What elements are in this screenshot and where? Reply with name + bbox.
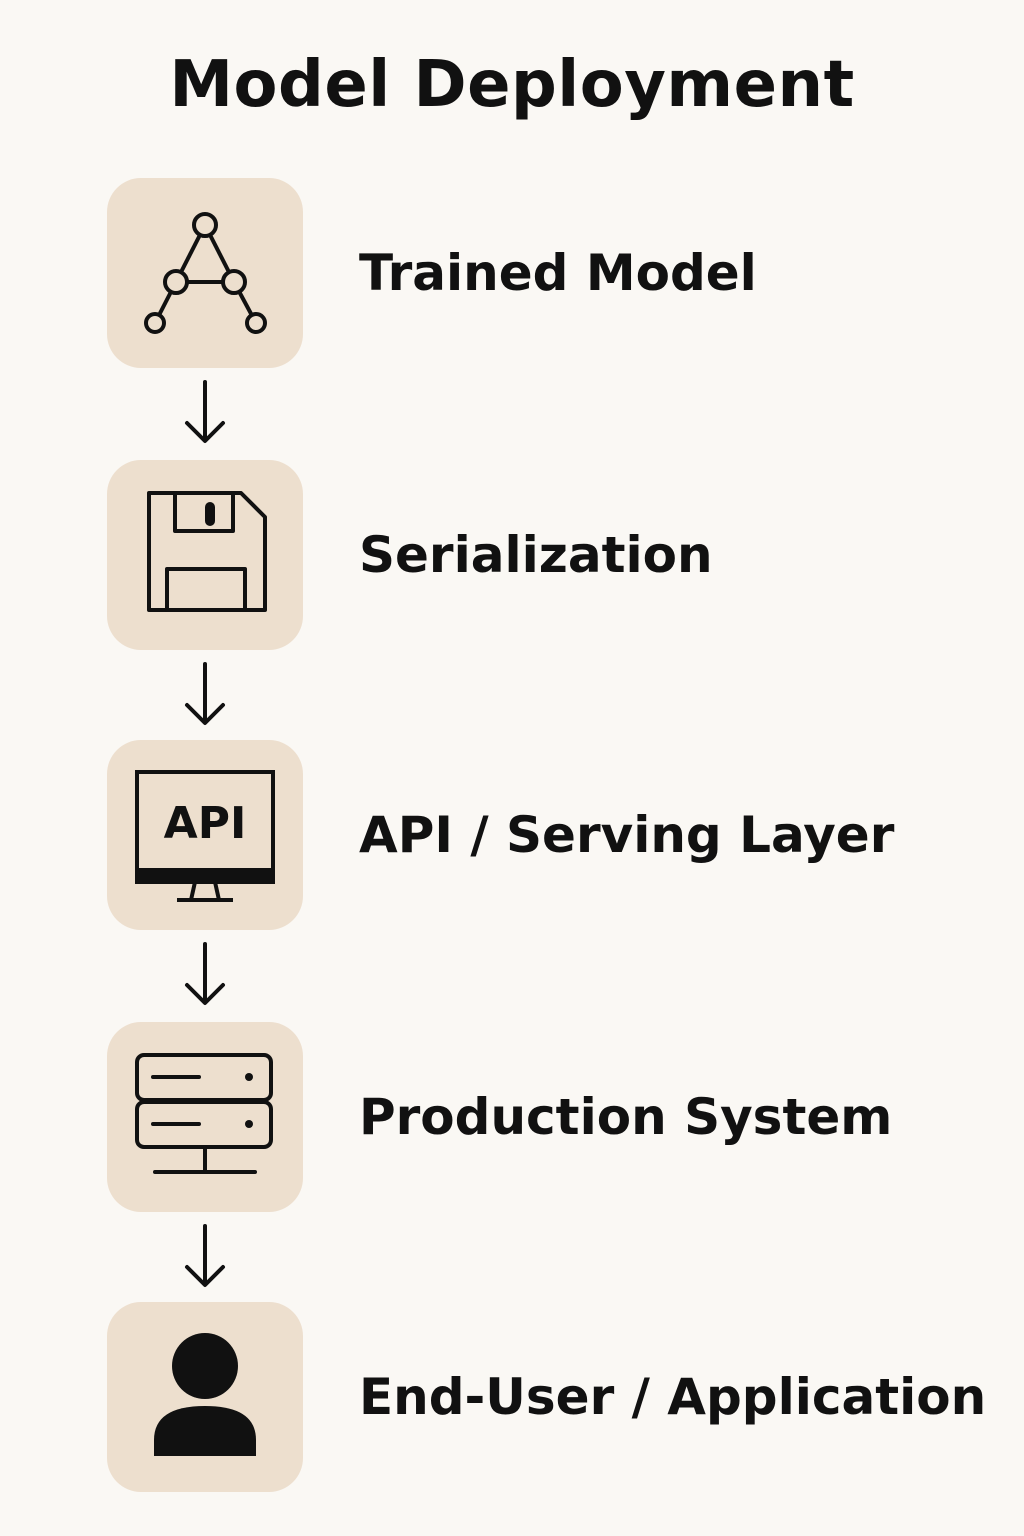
arrow-down-icon <box>185 662 225 725</box>
arrow-down-icon <box>185 942 225 1005</box>
step-label: Serialization <box>359 526 713 584</box>
floppy-disk-icon <box>147 491 267 612</box>
step-trained-model: Trained Model <box>107 178 967 368</box>
server-rack-icon <box>135 1053 273 1174</box>
page-title: Model Deployment <box>169 48 855 122</box>
api-icon-text: API <box>164 798 247 849</box>
api-monitor-icon: API <box>135 770 275 902</box>
arrow-down-icon <box>185 380 225 443</box>
user-icon <box>154 1333 256 1456</box>
step-end-user-application: End-User / Application <box>107 1302 986 1492</box>
step-label: API / Serving Layer <box>359 806 895 864</box>
step-serialization: Serialization <box>107 460 967 650</box>
step-tile <box>107 1022 303 1212</box>
step-api-serving-layer: API API / Serving Layer <box>107 740 967 930</box>
step-production-system: Production System <box>107 1022 967 1212</box>
step-label: End-User / Application <box>359 1368 987 1426</box>
step-tile <box>107 178 303 368</box>
step-tile <box>107 1302 303 1492</box>
step-label: Production System <box>359 1088 893 1146</box>
neural-network-icon <box>144 212 267 334</box>
step-tile <box>107 460 303 650</box>
step-tile: API <box>107 740 303 930</box>
step-label: Trained Model <box>359 244 757 302</box>
arrow-down-icon <box>185 1224 225 1287</box>
